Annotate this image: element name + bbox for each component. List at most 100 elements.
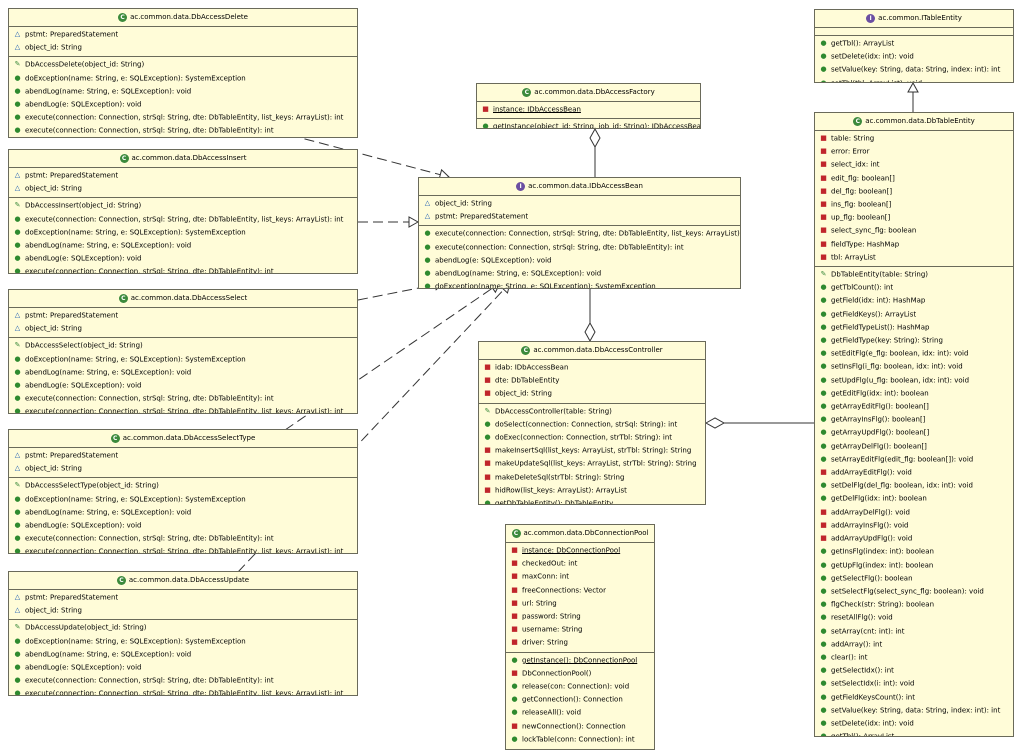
operation-row[interactable]: ●setValue(key: String, data: String, ind…	[815, 63, 1013, 76]
operation-row[interactable]: ●setDelete(idx: int): void	[815, 50, 1013, 63]
operation-row[interactable]: ●getUpFlg(index: int): boolean	[815, 559, 1013, 572]
attribute-row[interactable]: ■checkedOut: int	[506, 557, 654, 570]
operation-row[interactable]: ●abendLog(e: SQLException): void	[9, 252, 357, 265]
operation-row[interactable]: ●getTblCount(): int	[815, 281, 1013, 294]
operation-row[interactable]: ●addArray(): int	[815, 638, 1013, 651]
operation-row[interactable]: ●doException(name: String, e: SQLExcepti…	[9, 353, 357, 366]
operation-row[interactable]: ■addArrayInsFlg(): void	[815, 519, 1013, 532]
attribute-row[interactable]: △object_id: String	[9, 604, 357, 617]
attribute-row[interactable]: △pstmt: PreparedStatement	[419, 210, 740, 223]
operation-row[interactable]: ●release(con: Connection): void	[506, 680, 654, 693]
attribute-row[interactable]: △object_id: String	[9, 322, 357, 335]
operation-row[interactable]: ●getArrayInsFlg(): boolean[]	[815, 413, 1013, 426]
operation-row[interactable]: ■addArrayUpdFlg(): void	[815, 532, 1013, 545]
attribute-row[interactable]: ■instance: DbConnectionPool	[506, 544, 654, 557]
attribute-row[interactable]: ■table: String	[815, 132, 1013, 145]
attribute-row[interactable]: ■dte: DbTableEntity	[479, 374, 705, 387]
operation-row[interactable]: ●getFieldTypeList(): HashMap	[815, 321, 1013, 334]
operation-row[interactable]: ■hidRow(list_keys: ArrayList): ArrayList	[479, 484, 705, 497]
operation-row[interactable]: ●execute(connection: Connection, strSql:…	[9, 674, 357, 687]
operation-row[interactable]: ●setDelFlg(del_flg: boolean, idx: int): …	[815, 479, 1013, 492]
attribute-row[interactable]: ■password: String	[506, 610, 654, 623]
operation-row[interactable]: ●getInsFlg(index: int): boolean	[815, 545, 1013, 558]
operation-row[interactable]: ●getConnection(): Connection	[506, 693, 654, 706]
operation-row[interactable]: ●abendLog(name: String, e: SQLException)…	[9, 648, 357, 661]
attribute-row[interactable]: ■freeConnections: Vector	[506, 584, 654, 597]
operation-row[interactable]: ●execute(connection: Connection, strSql:…	[9, 687, 357, 695]
operation-row[interactable]: ●setValue(key: String, data: String, ind…	[815, 704, 1013, 717]
operation-row[interactable]: ●abendLog(name: String, e: SQLException)…	[9, 239, 357, 252]
operation-row[interactable]: ●execute(connection: Connection, strSql:…	[9, 265, 357, 273]
operation-row[interactable]: ●abendLog(name: String, e: SQLException)…	[9, 366, 357, 379]
operation-row[interactable]: ●lockTable(conn: Connection): int	[506, 733, 654, 746]
operation-row[interactable]: ●getSelectIdx(): int	[815, 664, 1013, 677]
operation-row[interactable]: ●getInstance(): DbConnectionPool	[506, 654, 654, 667]
attribute-row[interactable]: ■url: String	[506, 597, 654, 610]
operation-row[interactable]: ●getTbl(): ArrayList	[815, 37, 1013, 50]
operation-row[interactable]: ■makeUpdateSql(list_keys: ArrayList, str…	[479, 457, 705, 470]
operation-row[interactable]: ●deLockTable(conn: Connection): int	[506, 746, 654, 749]
attribute-row[interactable]: ■up_flg: boolean[]	[815, 211, 1013, 224]
operation-row[interactable]: ●execute(connection: Connection, strSql:…	[419, 227, 740, 240]
operation-row[interactable]: ●execute(connection: Connection, strSql:…	[9, 111, 357, 124]
operation-row[interactable]: ●abendLog(e: SQLException): void	[9, 661, 357, 674]
attribute-row[interactable]: ■username: String	[506, 623, 654, 636]
operation-row[interactable]: ●execute(connection: Connection, strSql:…	[419, 241, 740, 254]
operation-row[interactable]: ●getDbTableEntity(): DbTableEntity	[479, 497, 705, 504]
operation-row[interactable]: ●clear(): int	[815, 651, 1013, 664]
attribute-row[interactable]: ■select_sync_flg: boolean	[815, 224, 1013, 237]
operation-row[interactable]: ●setTbl(tbl: ArrayList): void	[815, 77, 1013, 82]
operation-row[interactable]: ●abendLog(name: String, e: SQLException)…	[419, 267, 740, 280]
operation-row[interactable]: ✎DbAccessSelectType(object_id: String)	[9, 479, 357, 492]
operation-row[interactable]: ●doException(name: String, e: SQLExcepti…	[9, 226, 357, 239]
operation-row[interactable]: ■addArrayDelFlg(): void	[815, 506, 1013, 519]
operation-row[interactable]: ●getFieldKeysCount(): int	[815, 691, 1013, 704]
attribute-row[interactable]: △object_id: String	[419, 197, 740, 210]
operation-row[interactable]: ✎DbAccessDelete(object_id: String)	[9, 58, 357, 71]
operation-row[interactable]: ●execute(connection: Connection, strSql:…	[9, 405, 357, 413]
attribute-row[interactable]: ■edit_flg: boolean[]	[815, 172, 1013, 185]
operation-row[interactable]: ●getArrayEditFlg(): boolean[]	[815, 400, 1013, 413]
operation-row[interactable]: ●execute(connection: Connection, strSql:…	[9, 532, 357, 545]
operation-row[interactable]: ●execute(connection: Connection, strSql:…	[9, 124, 357, 137]
operation-row[interactable]: ●getDelFlg(idx: int): boolean	[815, 492, 1013, 505]
operation-row[interactable]: ●execute(connection: Connection, strSql:…	[9, 545, 357, 553]
operation-row[interactable]: ■makeDeleteSql(strTbl: String): String	[479, 471, 705, 484]
operation-row[interactable]: ■makeInsertSql(list_keys: ArrayList, str…	[479, 444, 705, 457]
operation-row[interactable]: ●flgCheck(str: String): boolean	[815, 598, 1013, 611]
attribute-row[interactable]: △object_id: String	[9, 462, 357, 475]
operation-row[interactable]: ●doException(name: String, e: SQLExcepti…	[9, 493, 357, 506]
operation-row[interactable]: ✎DbAccessController(table: String)	[479, 405, 705, 418]
operation-row[interactable]: ●execute(connection: Connection, strSql:…	[9, 213, 357, 226]
operation-row[interactable]: ●getInstance(object_id: String, job_id: …	[477, 120, 700, 128]
attribute-row[interactable]: ■tbl: ArrayList	[815, 251, 1013, 264]
operation-row[interactable]: ●doExec(connection: Connection, strTbl: …	[479, 431, 705, 444]
operation-row[interactable]: ●setSelectFlg(select_sync_flg: boolean):…	[815, 585, 1013, 598]
attribute-row[interactable]: ■instance: IDbAccessBean	[477, 103, 700, 116]
operation-row[interactable]: ●setUpdFlg(u_flg: boolean, idx: int): vo…	[815, 374, 1013, 387]
operation-row[interactable]: ■newConnection(): Connection	[506, 720, 654, 733]
operation-row[interactable]: ✎DbAccessInsert(object_id: String)	[9, 199, 357, 212]
operation-row[interactable]: ●abendLog(name: String, e: SQLException)…	[9, 85, 357, 98]
attribute-row[interactable]: △pstmt: PreparedStatement	[9, 169, 357, 182]
operation-row[interactable]: ●abendLog(name: String, e: SQLException)…	[9, 506, 357, 519]
operation-row[interactable]: ✎DbTableEntity(table: String)	[815, 268, 1013, 281]
operation-row[interactable]: ●doSelect(connection: Connection, strSql…	[479, 418, 705, 431]
operation-row[interactable]: ●releaseAll(): void	[506, 706, 654, 719]
operation-row[interactable]: ●getFieldType(key: String): String	[815, 334, 1013, 347]
operation-row[interactable]: ●getArrayUpdFlg(): boolean[]	[815, 426, 1013, 439]
operation-row[interactable]: ●resetAllFlg(): void	[815, 611, 1013, 624]
attribute-row[interactable]: ■maxConn: int	[506, 570, 654, 583]
operation-row[interactable]: ●setArrayEditFlg(edit_flg: boolean[]): v…	[815, 453, 1013, 466]
operation-row[interactable]: ●abendLog(e: SQLException): void	[9, 519, 357, 532]
attribute-row[interactable]: △object_id: String	[9, 41, 357, 54]
